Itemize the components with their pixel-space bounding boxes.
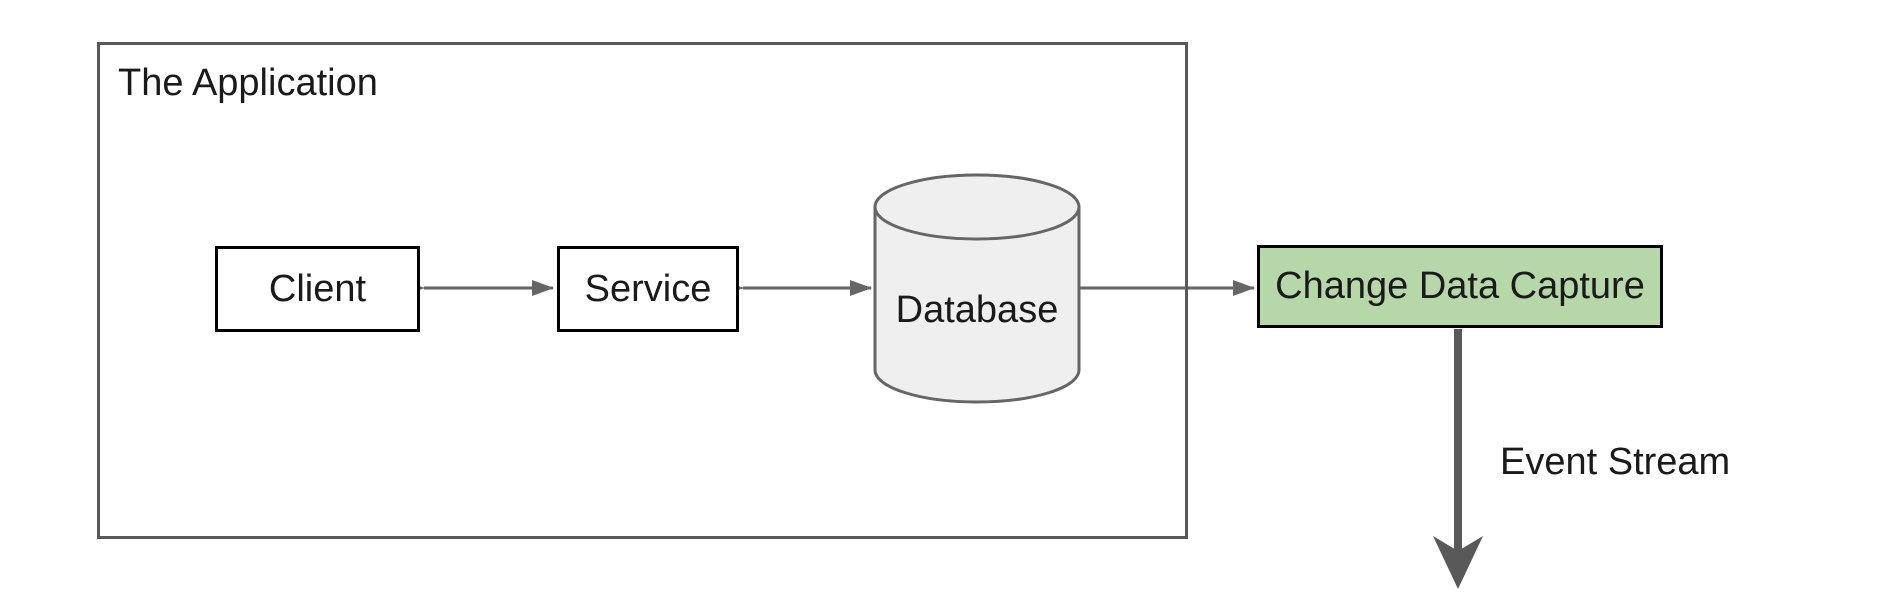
node-database-label: Database [875, 288, 1079, 332]
node-client-label: Client [268, 267, 367, 310]
application-container-box [97, 42, 1188, 539]
node-change-data-capture: Change Data Capture [1257, 245, 1663, 328]
database-cylinder [873, 173, 1081, 404]
node-client: Client [215, 246, 420, 332]
node-change-data-capture-label: Change Data Capture [1275, 265, 1645, 307]
event-stream-arrowhead-icon [1433, 536, 1483, 589]
database-cylinder-body [873, 207, 1081, 404]
database-cylinder-top [873, 173, 1081, 241]
node-database-label-text: Database [895, 288, 1059, 331]
node-service-label: Service [584, 267, 712, 310]
event-stream-label: Event Stream [1500, 441, 1731, 483]
node-service: Service [557, 246, 739, 332]
edge-cdc-event-stream-arrow [1433, 329, 1483, 589]
application-container-title: The Application [118, 62, 378, 104]
